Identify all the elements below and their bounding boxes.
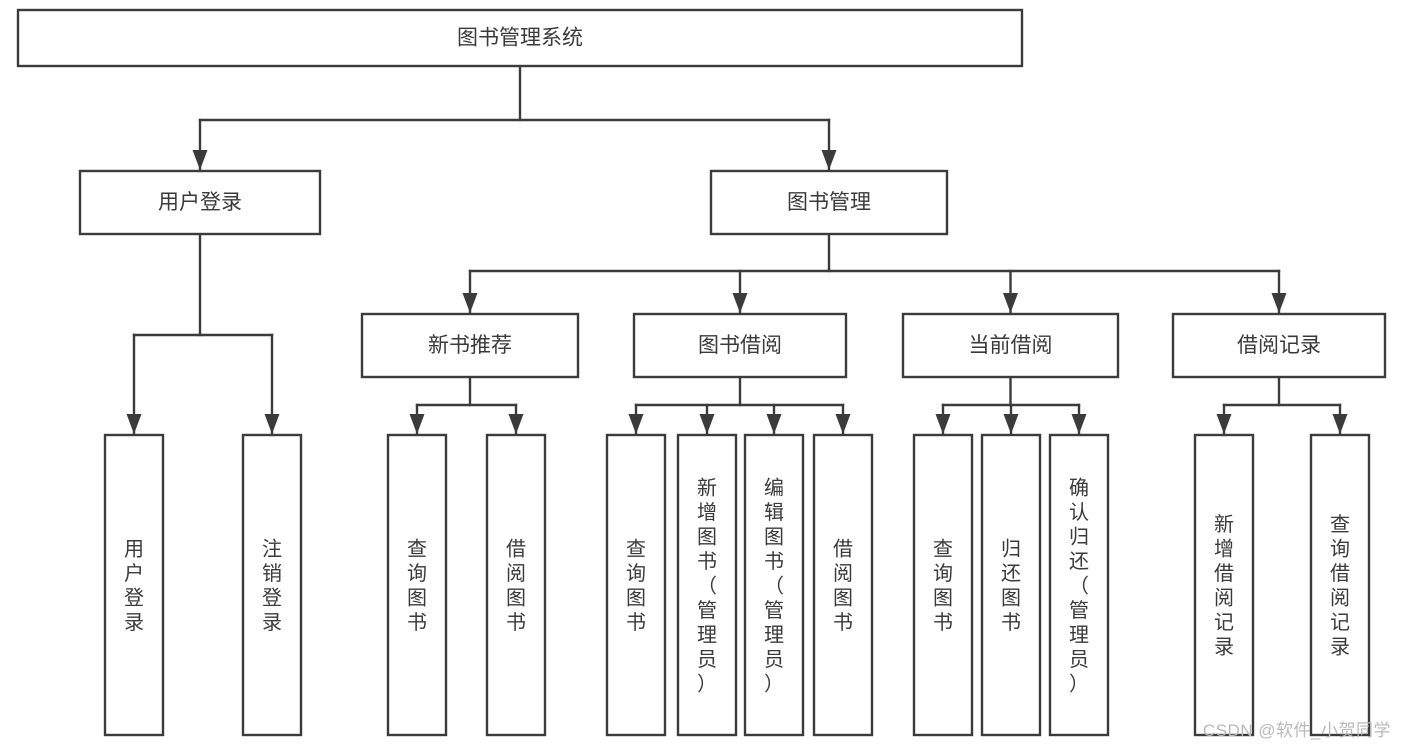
- node-box: [743, 433, 805, 737]
- node-label: 归还图书: [1001, 538, 1021, 635]
- node-label: 新书推荐: [428, 334, 512, 357]
- node-leaf-borrow-book-rec[interactable]: 借阅图书: [485, 433, 547, 737]
- arrow-head-icon: [192, 150, 208, 170]
- node-leaf-user-login[interactable]: 用户登录: [103, 433, 165, 737]
- node-box: [632, 312, 848, 379]
- arrow-head-icon: [1003, 414, 1019, 434]
- node-box: [386, 433, 448, 737]
- node-label: 编辑图书（管理员）: [764, 476, 784, 695]
- node-box: [16, 8, 1024, 68]
- arrow-head-icon: [628, 414, 644, 434]
- node-borrow-record[interactable]: 借阅记录: [1171, 312, 1387, 379]
- node-box: [241, 433, 303, 737]
- node-label: 确认归还（管理员）: [1069, 476, 1089, 695]
- node-label: 新增图书（管理员）: [697, 476, 717, 695]
- arrow-head-icon: [1003, 293, 1018, 313]
- node-label: 查询图书: [626, 538, 646, 635]
- node-box: [1309, 433, 1371, 737]
- arrow-head-icon: [264, 414, 280, 434]
- node-label: 借阅记录: [1237, 334, 1321, 357]
- arrow-head-icon: [732, 293, 748, 313]
- node-leaf-return-book[interactable]: 归还图书: [980, 433, 1042, 737]
- node-box: [103, 433, 165, 737]
- arrow-head-icon: [766, 414, 782, 434]
- node-box: [912, 433, 974, 737]
- node-label: 图书管理系统: [457, 27, 583, 50]
- node-leaf-add-book-admin[interactable]: 新增图书（管理员）: [676, 433, 738, 737]
- arrow-head-icon: [1216, 414, 1232, 434]
- node-book-manage[interactable]: 图书管理: [709, 169, 949, 236]
- node-leaf-query-book-borrow[interactable]: 查询图书: [605, 433, 667, 737]
- node-label: 图书借阅: [698, 334, 782, 357]
- node-box: [1193, 433, 1255, 737]
- arrow-head-icon: [462, 293, 478, 313]
- node-leaf-user-logout[interactable]: 注销登录: [241, 433, 303, 737]
- node-label: 查询借阅记录: [1330, 513, 1350, 659]
- arrow-head-icon: [699, 414, 715, 434]
- node-label: 注销登录: [262, 538, 282, 635]
- node-box: [901, 312, 1120, 379]
- node-box: [485, 433, 547, 737]
- node-box: [1171, 312, 1387, 379]
- node-label: 用户登录: [124, 539, 144, 635]
- arrow-head-icon: [508, 414, 524, 434]
- arrow-head-icon: [1332, 414, 1348, 434]
- arrow-head-icon: [835, 414, 851, 434]
- node-leaf-borrow-book[interactable]: 借阅图书: [812, 433, 874, 737]
- node-label: 用户登录: [158, 191, 242, 214]
- node-label: 借阅图书: [506, 538, 526, 635]
- node-label: 图书管理: [787, 191, 871, 214]
- node-box: [709, 169, 949, 236]
- node-box: [78, 169, 322, 236]
- node-box: [676, 433, 738, 737]
- node-label: 当前借阅: [969, 334, 1053, 357]
- connector-layer: [126, 64, 1348, 436]
- node-label: 查询图书: [933, 538, 953, 635]
- node-box: [360, 312, 580, 379]
- node-leaf-edit-book-admin[interactable]: 编辑图书（管理员）: [743, 433, 805, 737]
- node-user-login[interactable]: 用户登录: [78, 169, 322, 236]
- node-label: 借阅图书: [833, 538, 853, 635]
- node-label: 查询图书: [407, 538, 427, 635]
- node-leaf-query-book-current[interactable]: 查询图书: [912, 433, 974, 737]
- node-leaf-query-borrow-record[interactable]: 查询借阅记录: [1309, 433, 1371, 737]
- node-label: 新增借阅记录: [1214, 513, 1234, 659]
- node-book-borrow[interactable]: 图书借阅: [632, 312, 848, 379]
- node-leaf-query-book-rec[interactable]: 查询图书: [386, 433, 448, 737]
- node-box: [605, 433, 667, 737]
- node-box: [1048, 433, 1110, 737]
- node-leaf-add-borrow-record[interactable]: 新增借阅记录: [1193, 433, 1255, 737]
- node-box: [812, 433, 874, 737]
- node-new-book-recommend[interactable]: 新书推荐: [360, 312, 580, 379]
- arrow-head-icon: [126, 414, 142, 434]
- node-box: [980, 433, 1042, 737]
- node-layer: 图书管理系统用户登录图书管理新书推荐图书借阅当前借阅借阅记录用户登录注销登录查询…: [16, 8, 1387, 737]
- arrow-head-icon: [1071, 414, 1087, 434]
- arrow-head-icon: [821, 150, 837, 170]
- node-current-borrow[interactable]: 当前借阅: [901, 312, 1120, 379]
- arrow-head-icon: [1271, 293, 1287, 313]
- arrow-head-icon: [409, 414, 425, 434]
- node-leaf-confirm-return-admin[interactable]: 确认归还（管理员）: [1048, 433, 1110, 737]
- arrow-head-icon: [935, 414, 951, 434]
- watermark-label: CSDN @软件_小贺同学: [1202, 721, 1391, 740]
- node-root[interactable]: 图书管理系统: [16, 8, 1024, 68]
